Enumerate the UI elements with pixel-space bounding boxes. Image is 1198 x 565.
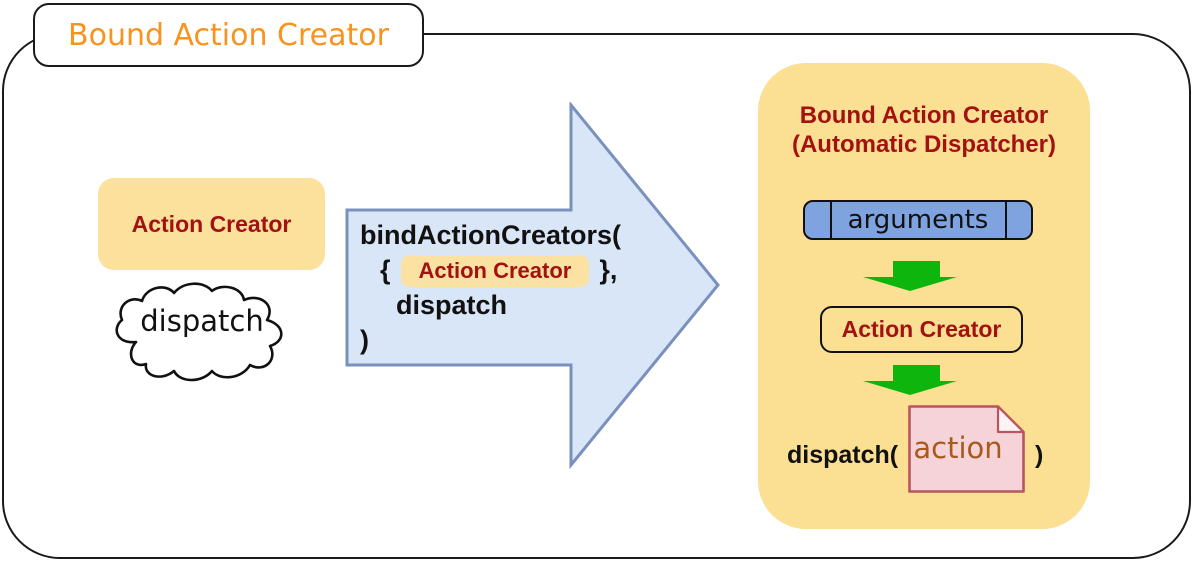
dispatch-call-open: dispatch(	[787, 441, 899, 469]
action-document: action	[908, 405, 1025, 493]
document-icon	[908, 405, 1025, 493]
panel-title: Bound Action Creator (Automatic Dispatch…	[758, 101, 1090, 159]
code-line-4: )	[360, 325, 369, 355]
arguments-box: arguments	[803, 200, 1033, 240]
code-line-3: dispatch	[396, 290, 508, 320]
dispatch-cloud: dispatch	[106, 280, 298, 386]
green-down-arrow-icon	[863, 365, 957, 395]
bound-action-creator-panel: Bound Action Creator (Automatic Dispatch…	[758, 63, 1090, 529]
code-line-2: { Action Creator },	[360, 253, 621, 288]
dispatch-call-close: )	[1035, 441, 1044, 469]
diagram-title: Bound Action Creator	[68, 17, 389, 53]
arguments-label: arguments	[847, 205, 989, 235]
action-creator-box-panel: Action Creator	[820, 306, 1023, 353]
action-creator-label-left: Action Creator	[131, 210, 292, 237]
action-document-label: action	[913, 431, 1003, 465]
dispatch-cloud-label: dispatch	[140, 304, 264, 338]
close-brace: },	[599, 255, 618, 285]
cloud-icon	[115, 282, 283, 382]
action-creator-label-panel: Action Creator	[841, 316, 1002, 342]
action-creator-inline-chip: Action Creator	[400, 254, 590, 287]
panel-title-line2: (Automatic Dispatcher)	[791, 131, 1057, 158]
green-down-arrow-icon	[863, 261, 957, 291]
diagram-title-badge: Bound Action Creator	[33, 3, 424, 67]
panel-title-line1: Bound Action Creator	[799, 102, 1049, 129]
open-brace: {	[380, 255, 391, 285]
action-creator-box-left: Action Creator	[98, 178, 325, 270]
code-line-1: bindActionCreators(	[360, 220, 622, 250]
arguments-divider-right	[1005, 202, 1007, 238]
bind-action-creators-code: bindActionCreators( { Action Creator }, …	[360, 218, 621, 358]
arguments-divider-left	[830, 202, 832, 238]
